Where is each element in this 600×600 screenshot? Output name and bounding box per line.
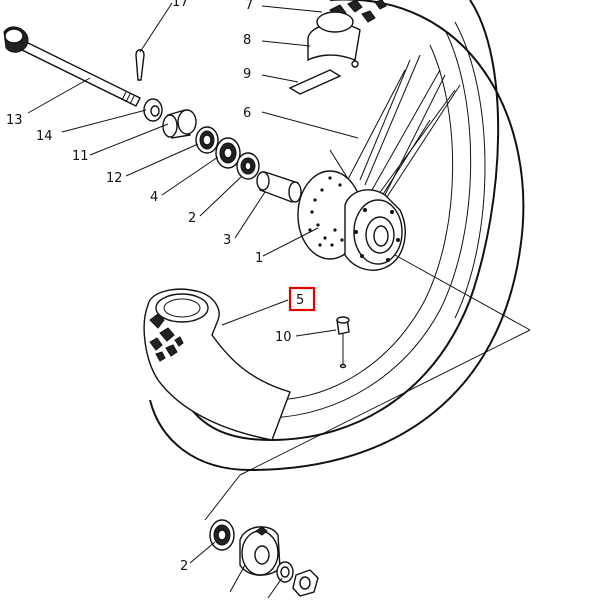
label-7: 7 [245,0,253,13]
bearing-right [236,152,260,180]
label-12: 12 [106,171,123,186]
axle-nut [143,98,163,122]
spacer-tube [256,171,302,203]
rim-line-mid [454,21,486,319]
bearing-lower [209,519,235,551]
label-9: 9 [243,67,251,82]
label-3: 3 [223,233,231,248]
lower-parts [204,329,531,597]
label-5-highlight-box [288,286,316,312]
collar [162,109,197,139]
valve [336,316,350,369]
label-13: 13 [6,113,23,128]
label-17: 17 [172,0,189,10]
label-4: 4 [150,190,158,205]
axle-stack [3,26,302,203]
nut-lower [292,569,319,597]
brake-disc-holes [308,176,344,247]
label-8: 8 [243,33,251,48]
tire-inner-edge [184,0,500,442]
upper-parts [288,11,361,95]
spokes [329,54,461,216]
leader-lines [27,2,359,599]
wheel-hub [297,170,531,331]
label-10: 10 [275,330,292,345]
tire-outer-edge [149,0,525,472]
label-2: 2 [188,211,196,226]
inner-tube [307,23,361,62]
label-14: 14 [36,129,53,144]
tire-tread-blocks [149,0,387,362]
oil-seal [195,126,219,154]
axle-shaft [3,26,141,107]
tire-cross-section [143,288,291,441]
label-2-lower: 2 [180,559,188,574]
label-6: 6 [243,106,251,121]
rim-band [288,69,342,95]
gear-unit [239,526,281,576]
label-11: 11 [72,149,89,164]
cotter-pin [135,49,145,81]
tire-assembly [143,0,525,472]
tire-section-opening [155,293,209,323]
washer-lower [276,561,294,583]
label-1: 1 [255,251,263,266]
bearing-left [215,137,241,169]
part-labels: 17 7 8 9 6 13 14 11 12 4 2 3 1 10 2 5 [6,0,316,574]
label-5: 5 [296,293,304,308]
